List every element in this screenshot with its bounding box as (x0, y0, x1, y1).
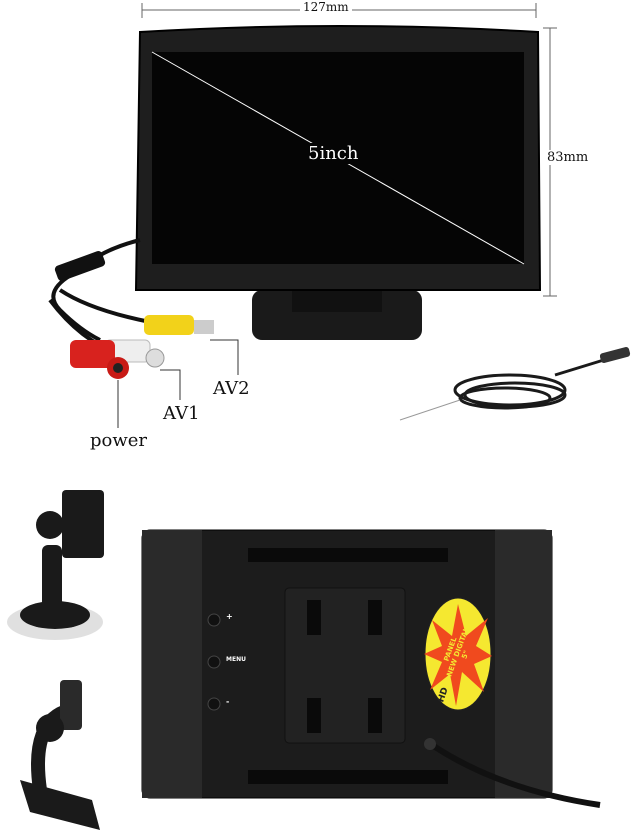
av2-leader (210, 339, 239, 375)
cable-splitter (54, 251, 106, 281)
minus-button (207, 697, 221, 711)
adhesive-stand-mount (20, 680, 100, 830)
av1-label: AV1 (163, 403, 200, 424)
monitor-front (134, 25, 542, 340)
av2-label: AV2 (213, 378, 250, 399)
menu-button (207, 655, 221, 669)
rca-av2-yellow (144, 315, 214, 335)
av1-leader (160, 369, 181, 400)
dc-plug (599, 346, 631, 364)
power-jack-red (70, 340, 129, 379)
minus-button-label: - (226, 697, 230, 706)
rca-av1-white (104, 339, 165, 368)
plus-button (207, 613, 221, 627)
power-label: power (90, 430, 148, 451)
diagonal-label: 5inch (306, 143, 361, 164)
hd-sticker (424, 597, 492, 711)
mount-plate (284, 587, 406, 744)
back-cable (430, 742, 601, 808)
monitor-back (141, 529, 601, 808)
width-label: 127mm (300, 0, 352, 14)
height-label: 83mm (547, 150, 589, 165)
power-cable (399, 353, 621, 421)
plus-button-label: + (226, 612, 233, 621)
vent-slots (248, 548, 448, 784)
menu-button-label: MENU (226, 656, 246, 663)
suction-cup-mount (7, 490, 104, 640)
